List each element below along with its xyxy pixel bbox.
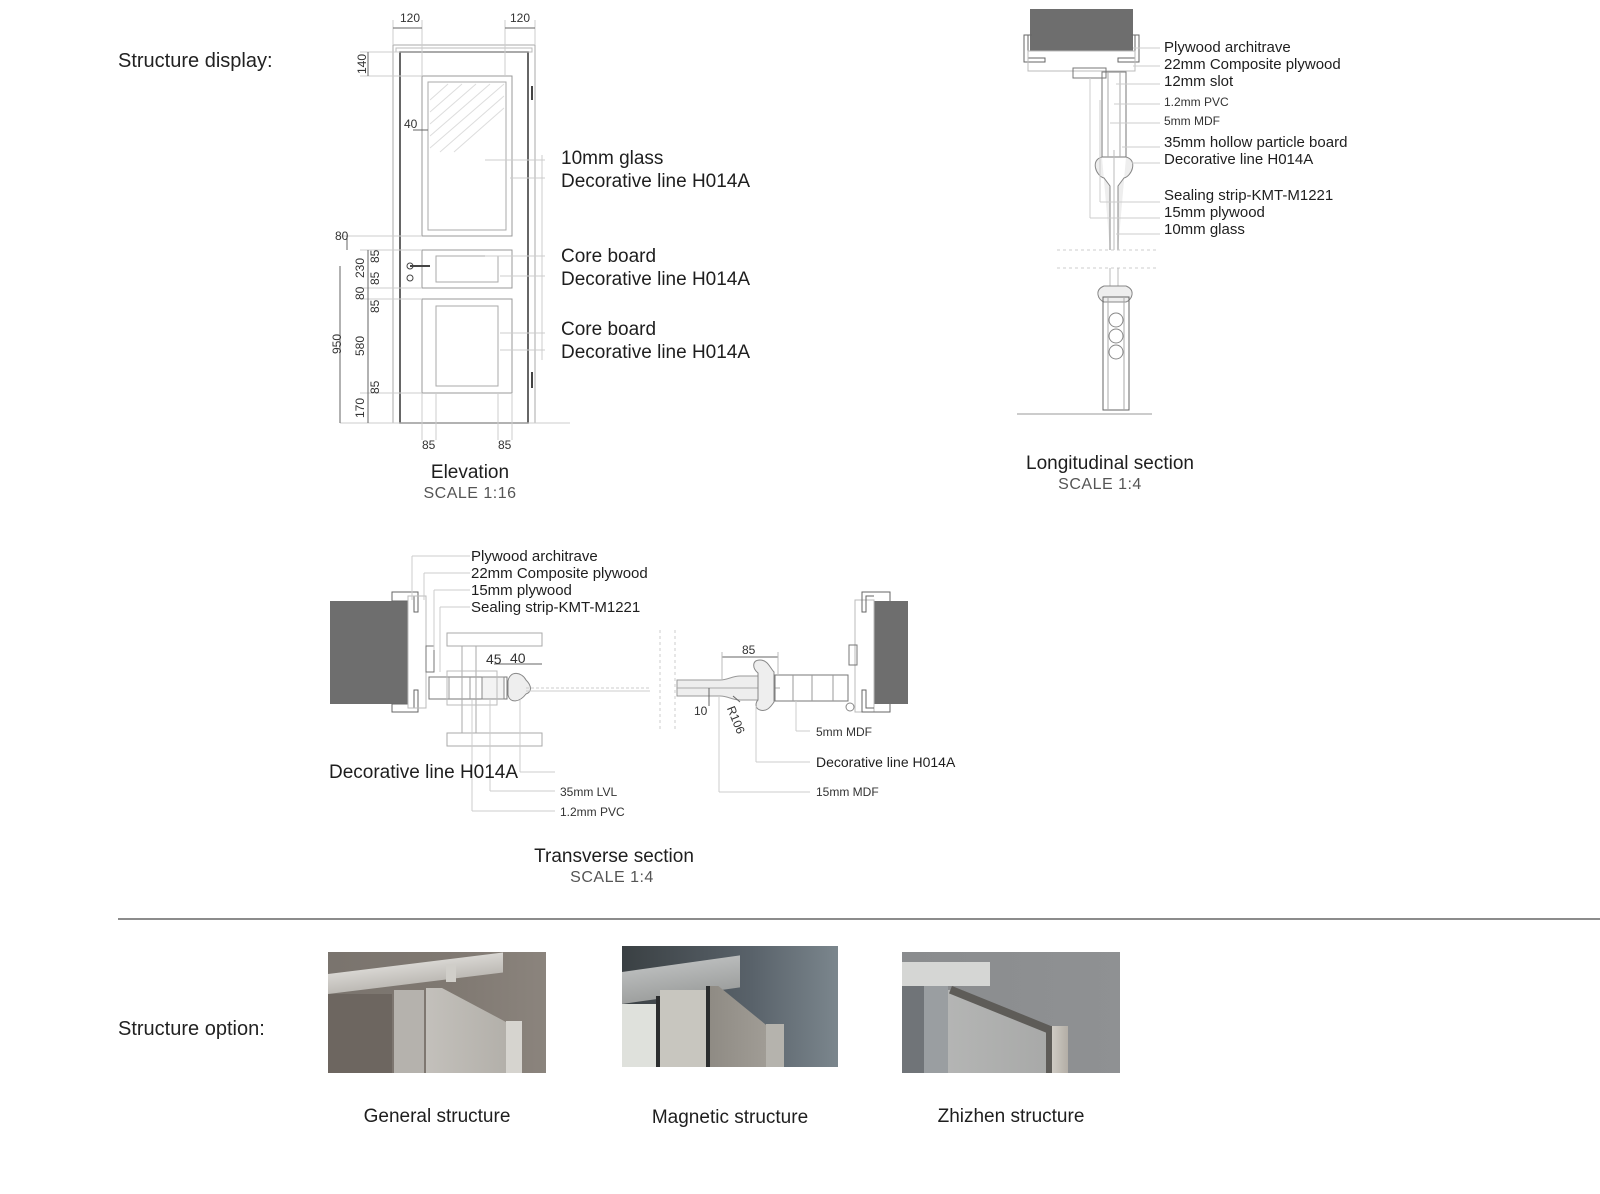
callout-mdf: 5mm MDF — [1164, 114, 1220, 128]
callout-5mm-mdf: 5mm MDF — [816, 725, 872, 739]
metal-edge-side — [1046, 1026, 1052, 1073]
callout-composite-plywood: 22mm Composite plywood — [1164, 56, 1341, 73]
dim-40: 40 — [510, 650, 526, 666]
transverse-scale: SCALE 1:4 — [570, 869, 654, 886]
option-general-label: General structure — [363, 1106, 511, 1127]
structure-display-label: Structure display: — [118, 50, 273, 72]
structure-option-label: Structure option: — [118, 1018, 265, 1040]
callout-15mm-plywood: 15mm plywood — [471, 582, 572, 599]
callout-plywood-architrave: Plywood architrave — [1164, 39, 1291, 56]
background-window — [622, 1004, 656, 1067]
door-leaf — [948, 990, 1048, 1073]
zhizhen-structure-photo[interactable] — [902, 952, 1120, 1073]
transverse-title: Transverse section — [534, 846, 694, 867]
dim-10: 10 — [694, 704, 708, 718]
general-structure-photo[interactable] — [328, 952, 546, 1073]
door-edge — [506, 1021, 522, 1073]
callout-15mm-mdf: 15mm MDF — [816, 785, 879, 799]
longitudinal-callouts: Plywood architrave 22mm Composite plywoo… — [1164, 39, 1347, 238]
callout-sealing-strip: Sealing strip-KMT-M1221 — [471, 599, 641, 616]
callout-decorative-line-right: Decorative line H014A — [816, 754, 956, 770]
jamb — [660, 990, 708, 1067]
frame-header — [902, 962, 990, 986]
elevation-callout-1: 10mm glass Decorative line H014A — [561, 147, 750, 193]
callout-particle-board: 35mm hollow particle board — [1164, 134, 1348, 151]
callout-pvc: 1.2mm PVC — [1164, 95, 1229, 109]
longitudinal-title: Longitudinal section — [1026, 453, 1194, 474]
jamb — [924, 986, 948, 1073]
dim-85: 85 — [742, 643, 756, 657]
callout-slot: 12mm slot — [1164, 73, 1234, 90]
callout-15mm-plywood: 15mm plywood — [1164, 204, 1265, 221]
section-divider — [118, 918, 1600, 920]
callout-35mm-lvl: 35mm LVL — [560, 785, 618, 799]
callout-line: Decorative line H014A — [561, 269, 751, 290]
dim-bottom-left: 85 — [422, 438, 436, 452]
elevation-callout-3: Core board Decorative line H014A — [561, 318, 750, 364]
option-zhizhen-label: Zhizhen structure — [937, 1106, 1085, 1127]
callout-composite-plywood: 22mm Composite plywood — [471, 565, 648, 582]
elevation-callout-2: Core board Decorative line H014A — [561, 245, 750, 291]
opening-shadow — [328, 994, 392, 1073]
door-edge — [1052, 1026, 1068, 1073]
dim-bottom-right: 85 — [498, 438, 512, 452]
dim-glass-margin: 40 — [404, 117, 418, 131]
callout-pvc: 1.2mm PVC — [560, 805, 625, 819]
jamb — [394, 990, 424, 1073]
callout-line: Core board — [561, 246, 657, 267]
opening-shadow — [902, 986, 924, 1073]
elevation-title: Elevation — [430, 462, 510, 483]
callout-plywood-architrave: Plywood architrave — [471, 548, 598, 565]
frame-corner — [446, 964, 456, 982]
door-leaf — [426, 988, 506, 1073]
callout-line: 10mm glass — [561, 148, 664, 169]
longitudinal-scale: SCALE 1:4 — [1058, 476, 1142, 493]
callout-decorative-line: Decorative line H014A — [1164, 151, 1314, 168]
dim-mid-rail: 80 — [335, 229, 349, 243]
magnetic-structure-photo[interactable] — [622, 946, 838, 1067]
transverse-callouts-top: Plywood architrave 22mm Composite plywoo… — [471, 548, 648, 616]
frame-header — [328, 952, 503, 994]
dim-45: 45 — [486, 651, 502, 667]
door-edge — [766, 1024, 784, 1067]
elevation-scale: SCALE 1:16 — [423, 485, 517, 502]
dim-top-left: 120 — [400, 11, 421, 25]
callout-line: Core board — [561, 319, 657, 340]
callout-line: Decorative line H014A — [561, 171, 751, 192]
option-magnetic-label: Magnetic structure — [651, 1107, 809, 1128]
door-leaf — [710, 986, 766, 1067]
magnetic-strip — [656, 996, 660, 1067]
callout-sealing-strip: Sealing strip-KMT-M1221 — [1164, 187, 1334, 204]
magnetic-strip-2 — [706, 986, 710, 1067]
dim-top-right: 120 — [510, 11, 531, 25]
callout-10mm-glass: 10mm glass — [1164, 221, 1245, 238]
callout-line: Decorative line H014A — [561, 342, 751, 363]
transverse-callout-decorative-line: Decorative line H014A — [329, 762, 519, 783]
